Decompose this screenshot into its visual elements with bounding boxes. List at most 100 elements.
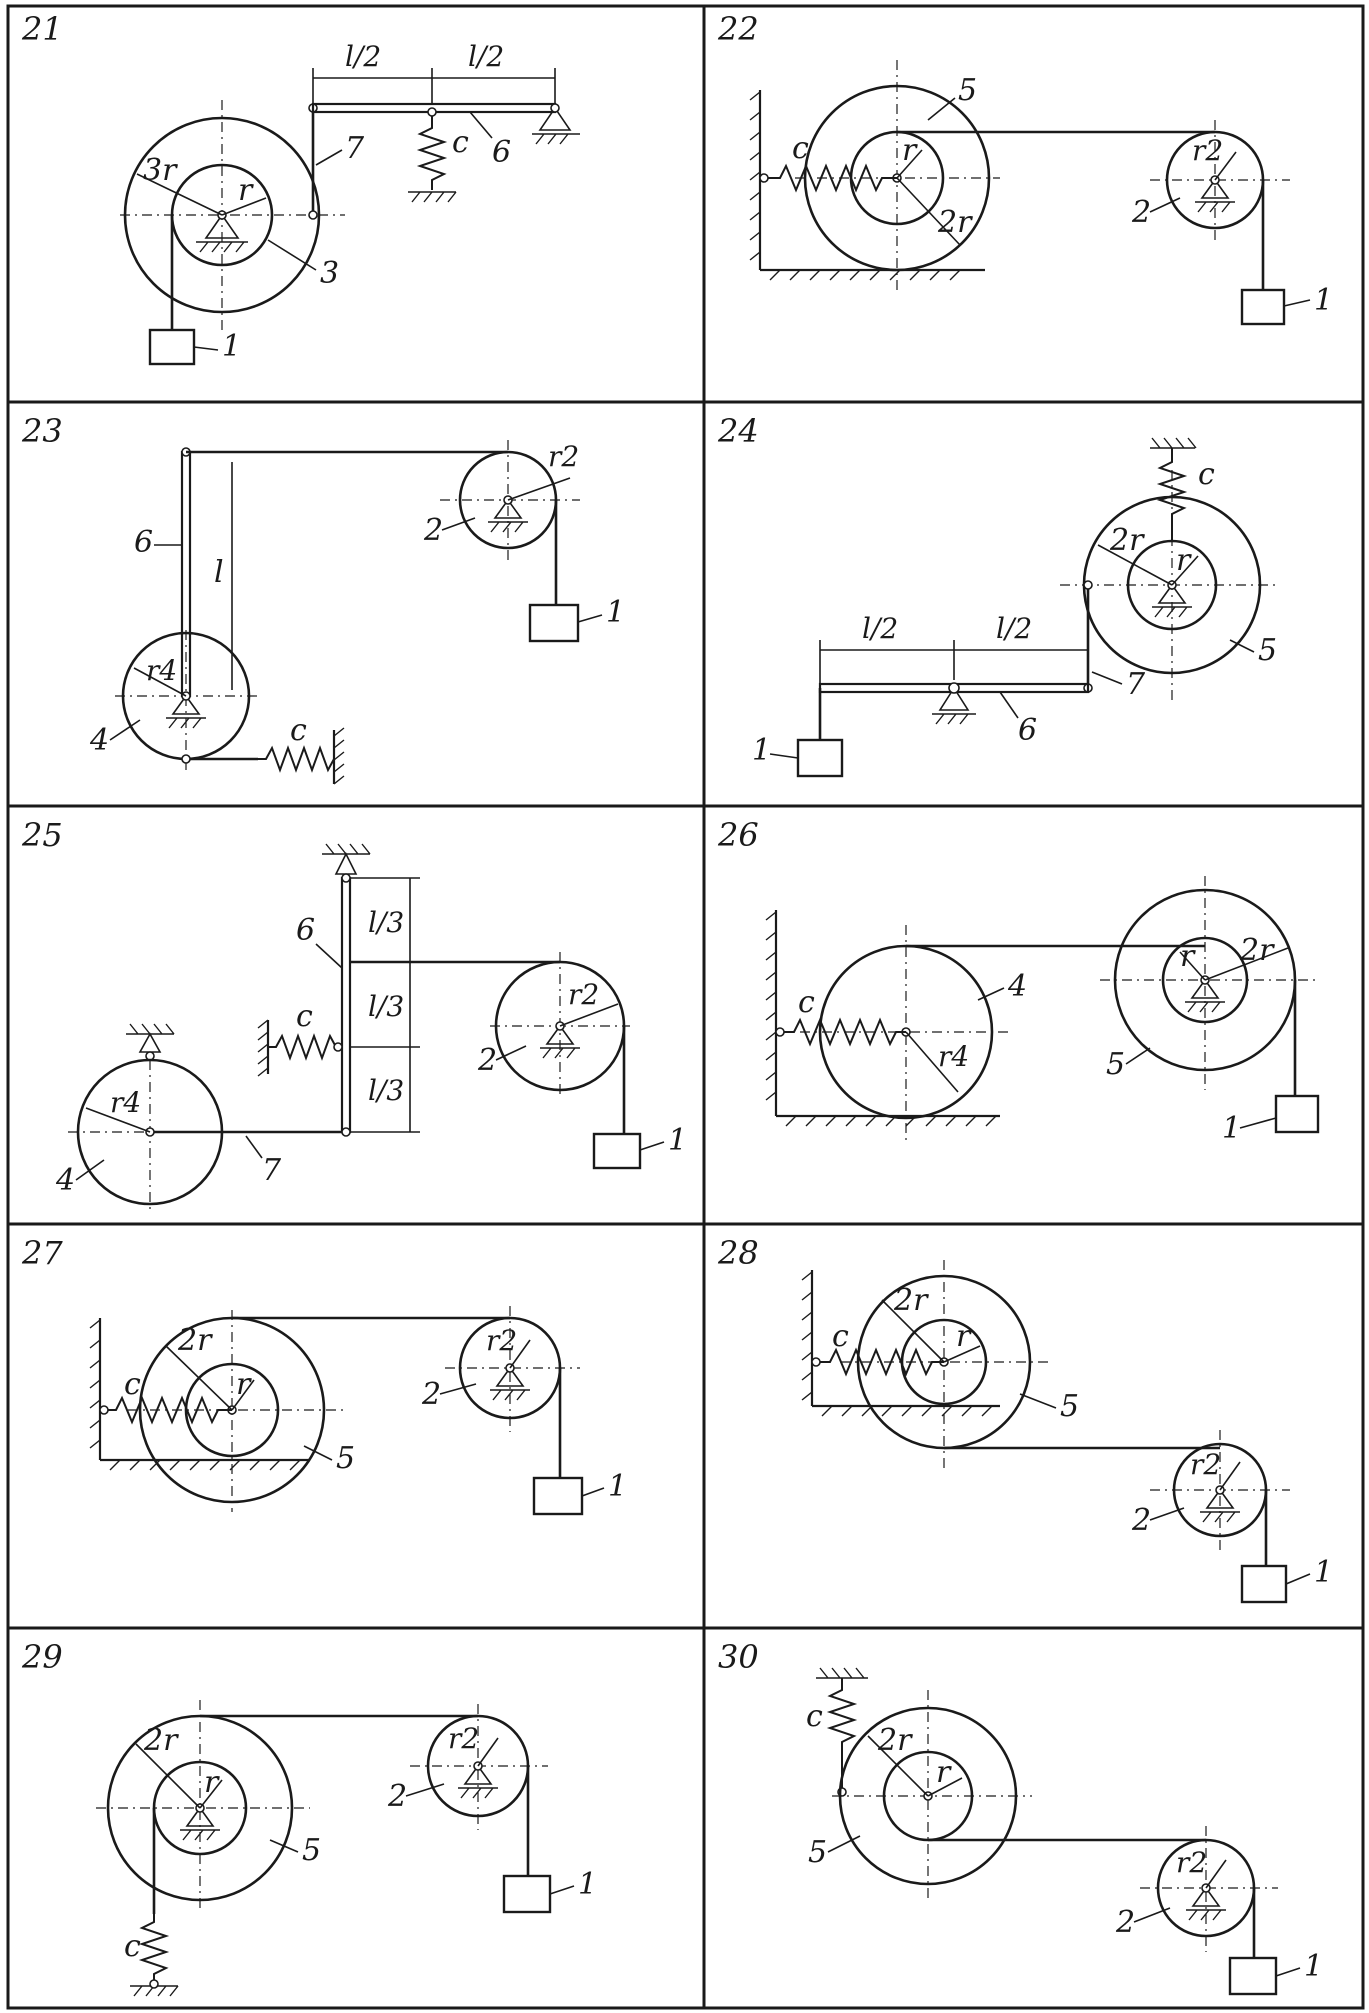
scheme-25-label-r2: r2	[568, 978, 599, 1011]
scheme-23-label-c: c	[290, 713, 307, 748]
scheme-25-disk-hanger	[138, 1032, 162, 1053]
scheme-21-label-7: 7	[345, 131, 365, 166]
scheme-22-radius-2r	[896, 177, 961, 246]
scheme-22-label-1: 1	[1314, 283, 1333, 318]
scheme-24-label-5: 5	[1258, 633, 1277, 668]
scheme-24-radius-r	[1171, 555, 1199, 586]
scheme-29-mass-1	[502, 1874, 552, 1914]
scheme-28-wall-hatch	[801, 1271, 993, 1417]
scheme-22-pulley-support	[1200, 178, 1230, 199]
scheme-21-rod-pin-bottom	[308, 210, 318, 220]
scheme-25-pulley-hatch	[540, 1047, 580, 1059]
scheme-25-leader-7	[245, 1135, 263, 1159]
scheme-26-label-2r: 2r	[1239, 933, 1275, 968]
scheme-29-spring	[138, 1914, 170, 1984]
scheme-24-radius-2r	[1097, 544, 1173, 586]
scheme-24-beam-support-hatch	[932, 713, 976, 725]
scheme-22-leader-2	[1149, 197, 1181, 213]
scheme-28-label-r: r	[956, 1319, 972, 1354]
scheme-29-radius-2r	[135, 1743, 201, 1809]
scheme-22-label-2: 2	[1131, 195, 1151, 230]
scheme-24-support-hatch	[1152, 606, 1192, 618]
scheme-22-label-5: 5	[958, 73, 977, 108]
scheme-30-leader-1	[1275, 1967, 1301, 1977]
scheme-30-radius-2r	[867, 1735, 929, 1797]
scheme-21-support-hatch	[196, 241, 248, 253]
scheme-24-label-2r: 2r	[1109, 523, 1145, 558]
scheme-30-radius-r	[927, 1777, 963, 1797]
scheme-28-leader-2	[1149, 1507, 1185, 1521]
scheme-26-wall-hatch	[765, 911, 997, 1127]
scheme-21-mass-1	[148, 328, 196, 366]
scheme-27-label-5: 5	[336, 1441, 355, 1476]
scheme-29-label-5: 5	[302, 1833, 321, 1868]
scheme-24-mass-1	[796, 738, 844, 778]
scheme-21-support	[204, 213, 240, 239]
scheme-29-pulley-support	[463, 1764, 493, 1785]
scheme-25-rod-hanger	[334, 852, 358, 875]
scheme-21-dim-l2-right: l/2	[468, 40, 504, 73]
scheme-24-leader-5	[1229, 639, 1255, 653]
scheme-27-radius-r	[231, 1379, 255, 1411]
scheme-29-label-2r: 2r	[143, 1723, 179, 1758]
scheme-28-label-c: c	[832, 1319, 849, 1354]
scheme-25-dim-seg1: l/3	[368, 906, 404, 939]
scheme-23-label-r2: r2	[548, 440, 579, 473]
scheme-27-label-r2: r2	[486, 1324, 517, 1357]
scheme-24-leader-6	[999, 691, 1019, 719]
scheme-22-label-r: r	[902, 133, 918, 168]
scheme-23-pulley-hatch	[488, 521, 528, 533]
scheme-27-leader-5	[303, 1445, 333, 1461]
scheme-24-leader-7	[1091, 671, 1123, 685]
scheme-21: 21 3r r 1 3 7 c 6 l/2	[21, 10, 580, 366]
scheme-25-spring-wall-hatch	[257, 1019, 269, 1077]
scheme-24-inner-wheel	[1126, 539, 1218, 631]
scheme-25-rod-pin	[341, 873, 351, 883]
scheme-25-pulley-support	[545, 1024, 575, 1045]
scheme-26-leader-5	[1125, 1047, 1151, 1065]
scheme-23-spring-wall-hatch	[333, 727, 345, 785]
scheme-21-leader-7	[315, 149, 343, 166]
scheme-30-label-5: 5	[808, 1835, 827, 1870]
scheme-26-label-4: 4	[1007, 969, 1027, 1004]
scheme-23-label-1: 1	[606, 595, 625, 630]
scheme-26-label-5: 5	[1106, 1047, 1125, 1082]
scheme-25-rod-6	[340, 876, 352, 1134]
scheme-30-label-r: r	[936, 1755, 952, 1790]
scheme-23-label-l: l	[214, 555, 224, 590]
scheme-28-spring-pin	[811, 1357, 821, 1367]
scheme-28-number: 28	[717, 1234, 759, 1272]
scheme-30-leader-2	[1133, 1907, 1171, 1923]
scheme-25-mass-1	[592, 1132, 642, 1170]
scheme-26-label-r: r	[1180, 939, 1196, 974]
scheme-25: 25 6 l/3 l/3 l/3 r2 2 1 c	[21, 816, 687, 1210]
scheme-29-leader-2	[405, 1783, 445, 1797]
scheme-30-label-2r: 2r	[877, 1723, 913, 1758]
scheme-28-radius-r	[943, 1345, 981, 1363]
scheme-28-leader-5	[1019, 1393, 1057, 1409]
scheme-21-number: 21	[21, 10, 63, 48]
scheme-25-dim-seg3: l/3	[368, 1074, 404, 1107]
scheme-29-radius-r	[199, 1779, 223, 1809]
scheme-29-leader-1	[549, 1885, 575, 1895]
scheme-25-disk-4	[76, 1058, 224, 1206]
scheme-28-radius-2r	[881, 1299, 945, 1363]
scheme-21-label-r: r	[238, 173, 254, 208]
scheme-28-label-1: 1	[1314, 1555, 1333, 1590]
scheme-28-spring	[816, 1347, 944, 1377]
scheme-24-label-1: 1	[752, 733, 771, 768]
scheme-27-mass-1	[532, 1476, 584, 1516]
scheme-29-number: 29	[21, 1638, 63, 1676]
scheme-23-leader-2	[441, 517, 476, 531]
scheme-29-support-hatch	[180, 1829, 220, 1841]
scheme-25-number: 25	[21, 816, 63, 854]
scheme-28-label-2r: 2r	[893, 1283, 929, 1318]
scheme-28-label-r2: r2	[1190, 1448, 1221, 1481]
scheme-29-radius-r2	[477, 1737, 499, 1767]
scheme-30: 30 c 2r r 5 r2 2 1	[718, 1638, 1323, 1996]
scheme-26-leader-4	[977, 987, 1005, 1001]
scheme-23-disk-hatch	[166, 717, 206, 729]
scheme-24-label-7: 7	[1126, 667, 1146, 702]
scheme-25-label-7: 7	[262, 1153, 282, 1188]
